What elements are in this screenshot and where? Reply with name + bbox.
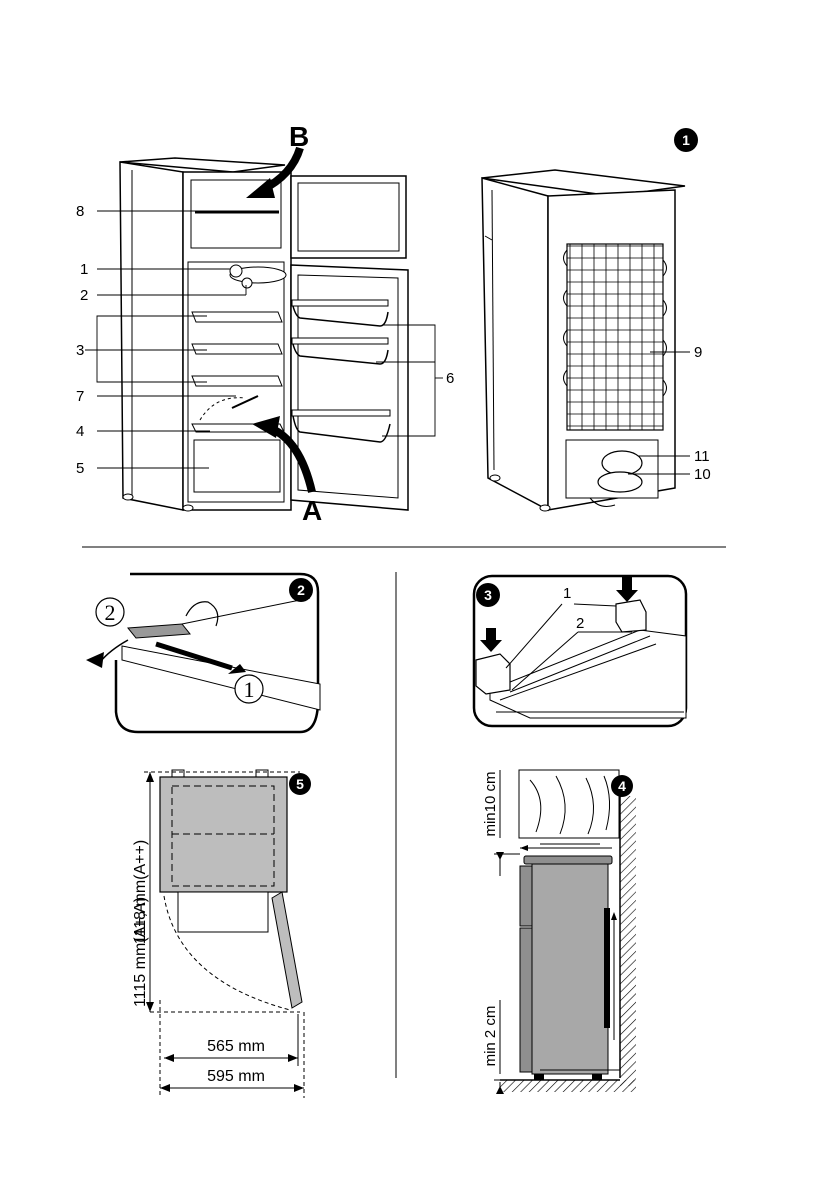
depth-dimension-a: 1118 mm(A++) [132, 840, 149, 944]
figure-4-badge-number: 4 [618, 778, 626, 794]
figure-1-badge-number: 1 [682, 132, 690, 148]
arrow-b: B [246, 121, 309, 198]
figure-3-badge [476, 583, 500, 607]
label-6: 6 [446, 370, 454, 387]
rear-leader-lines [628, 351, 690, 475]
figure-5-badge [289, 773, 311, 795]
figure-2-panel [86, 572, 321, 734]
label-4: 4 [76, 423, 84, 440]
step-1-number: 1 [244, 677, 255, 702]
step-2-number: 2 [105, 600, 116, 625]
label-3: 3 [76, 342, 84, 359]
label-7: 7 [76, 388, 84, 405]
label-1: 1 [80, 261, 88, 278]
label-9: 9 [694, 344, 702, 361]
top-clearance-label: min10 cm [482, 771, 499, 836]
figure-3-label-1: 1 [563, 585, 571, 602]
bottom-clearance-label: min 2 cm [482, 1006, 499, 1067]
depth-dimension-b: 1115 mm(A+,A) [132, 897, 149, 1007]
figure-1-badge [674, 128, 698, 152]
figure-5-badge-number: 5 [296, 776, 304, 792]
arrow-b-label: B [289, 121, 309, 152]
fridge-front-view [119, 157, 409, 512]
fridge-rear-view [481, 169, 686, 512]
width-outer-dimension: 595 mm [207, 1068, 265, 1085]
figure-2-badge-number: 2 [297, 582, 305, 598]
figure-3-panel [472, 574, 688, 728]
figure-3-label-2: 2 [576, 615, 584, 632]
figure-4-badge [611, 775, 633, 797]
step-1-marker [234, 674, 264, 704]
arrow-a-label: A [302, 495, 322, 526]
width-inner-dimension: 565 mm [207, 1038, 265, 1055]
label-2: 2 [80, 287, 88, 304]
figure-2-badge [289, 578, 313, 602]
arrow-a: A [252, 416, 322, 526]
label-8: 8 [76, 203, 84, 220]
label-11: 11 [694, 448, 710, 465]
label-10: 10 [694, 466, 711, 483]
label-5: 5 [76, 460, 84, 477]
front-leader-lines [85, 210, 443, 469]
figure-3-badge-number: 3 [484, 587, 492, 603]
step-2-marker [95, 597, 125, 627]
figure-5-plan-view [144, 769, 305, 1098]
figure-4-side-view [494, 769, 636, 1094]
